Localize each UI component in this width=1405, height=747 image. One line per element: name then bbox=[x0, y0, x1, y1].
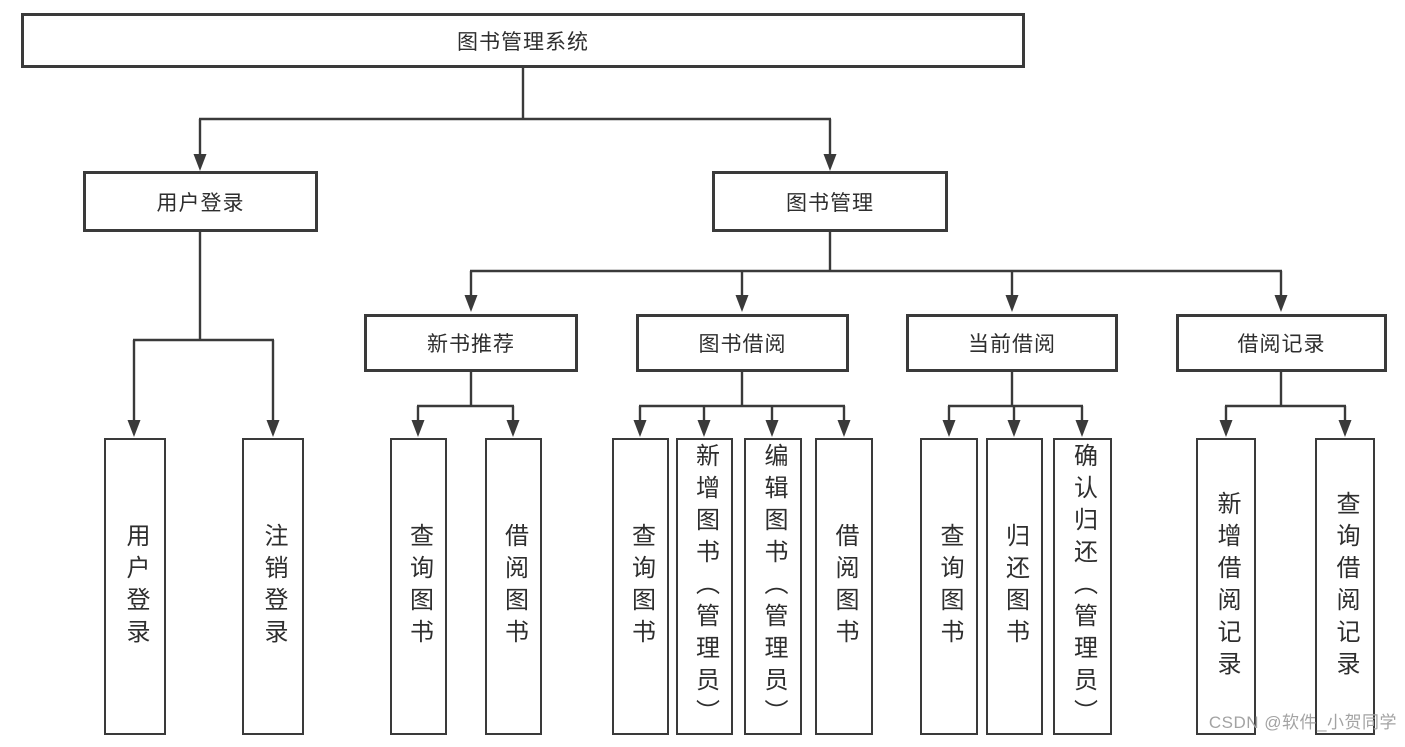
leaf-cb-query-book: 查询图书 bbox=[920, 438, 978, 735]
leaf-bb-query-book-label: 查询图书 bbox=[627, 522, 655, 651]
node-book-management: 图书管理 bbox=[712, 171, 948, 232]
leaf-bb-borrow-book-label: 借阅图书 bbox=[831, 522, 858, 651]
leaf-nbr-borrow-book-label: 借阅图书 bbox=[500, 522, 528, 651]
node-current-borrow: 当前借阅 bbox=[906, 314, 1118, 372]
leaf-logout: 注销登录 bbox=[242, 438, 304, 735]
node-book-management-label: 图书管理 bbox=[786, 191, 874, 215]
leaf-bb-add-book: 新增图书（管理员） bbox=[676, 438, 733, 735]
leaf-cb-return-book: 归还图书 bbox=[986, 438, 1043, 735]
leaf-bb-add-book-label: 新增图书（管理员） bbox=[691, 442, 719, 731]
node-borrow-record-label: 借阅记录 bbox=[1237, 333, 1326, 356]
leaf-cb-confirm-return: 确认归还（管理员） bbox=[1053, 438, 1112, 735]
leaf-nbr-borrow-book: 借阅图书 bbox=[485, 438, 542, 735]
leaf-nbr-query-book-label: 查询图书 bbox=[405, 522, 433, 651]
leaf-cb-confirm-return-label: 确认归还（管理员） bbox=[1069, 442, 1097, 731]
node-book-borrow: 图书借阅 bbox=[636, 314, 849, 372]
node-book-borrow-label: 图书借阅 bbox=[698, 333, 787, 356]
leaf-bb-edit-book-label: 编辑图书（管理员） bbox=[760, 442, 787, 731]
leaf-cb-query-book-label: 查询图书 bbox=[936, 522, 963, 651]
node-root: 图书管理系统 bbox=[21, 13, 1025, 68]
leaf-logout-label: 注销登录 bbox=[260, 522, 287, 651]
leaf-bb-edit-book: 编辑图书（管理员） bbox=[744, 438, 802, 735]
leaf-br-query-record: 查询借阅记录 bbox=[1315, 438, 1375, 735]
node-borrow-record: 借阅记录 bbox=[1176, 314, 1387, 372]
leaf-bb-borrow-book: 借阅图书 bbox=[815, 438, 873, 735]
watermark: CSDN @软件_小贺同学 bbox=[1208, 713, 1397, 732]
leaf-bb-query-book: 查询图书 bbox=[612, 438, 669, 735]
arrowheads bbox=[127, 154, 1352, 437]
leaf-user-login-label: 用户登录 bbox=[122, 522, 149, 651]
node-root-label: 图书管理系统 bbox=[457, 30, 589, 54]
node-user-login-label: 用户登录 bbox=[156, 191, 245, 215]
leaf-br-query-record-label: 查询借阅记录 bbox=[1332, 490, 1359, 683]
leaf-cb-return-book-label: 归还图书 bbox=[1001, 522, 1029, 651]
leaf-nbr-query-book: 查询图书 bbox=[390, 438, 447, 735]
leaf-br-add-record: 新增借阅记录 bbox=[1196, 438, 1256, 735]
leaf-br-add-record-label: 新增借阅记录 bbox=[1213, 490, 1240, 683]
node-new-book-recommend: 新书推荐 bbox=[364, 314, 578, 372]
node-new-book-recommend-label: 新书推荐 bbox=[427, 333, 515, 356]
node-current-borrow-label: 当前借阅 bbox=[968, 333, 1056, 356]
leaf-user-login: 用户登录 bbox=[104, 438, 166, 735]
node-user-login: 用户登录 bbox=[83, 171, 318, 232]
